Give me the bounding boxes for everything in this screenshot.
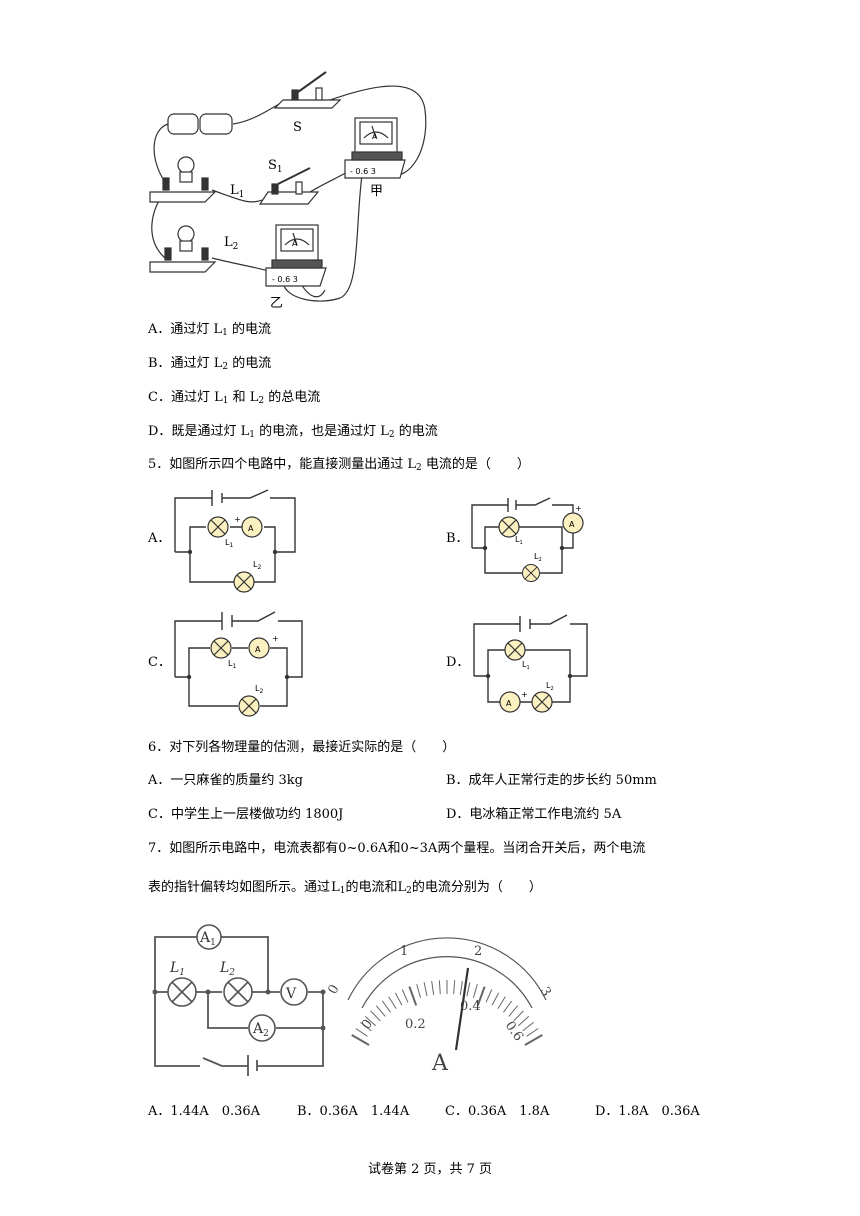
switch-s1-label: S1	[268, 158, 283, 175]
svg-text:A: A	[255, 645, 261, 654]
q6-option-a[interactable]: A．一只麻雀的质量约 3kg	[148, 773, 303, 788]
q5-option-d[interactable]: D．	[446, 655, 470, 670]
q7-option-c[interactable]: C．0.36A 1.8A	[445, 1104, 550, 1119]
dial-big-1: 1	[400, 944, 408, 959]
svg-text:A1: A1	[199, 930, 216, 948]
q5-option-a[interactable]: A．	[148, 531, 171, 546]
lamp-l2-label: L2	[224, 235, 238, 252]
svg-text:+: +	[272, 634, 279, 643]
svg-text:A: A	[248, 524, 254, 533]
q6-option-b[interactable]: B．成年人正常行走的步长约 50mm	[446, 773, 657, 788]
q6-option-d[interactable]: D．电冰箱正常工作电流约 5A	[446, 807, 622, 822]
dial-unit: A	[431, 1051, 449, 1076]
lamp-l1-label: L1	[230, 183, 244, 200]
q4-option-a[interactable]: A．通过灯 L1 的电流	[148, 322, 272, 338]
ammeter-jia-icon	[344, 117, 406, 179]
svg-text:A: A	[506, 699, 512, 708]
svg-text:L2: L2	[255, 684, 263, 695]
svg-text:+: +	[575, 504, 582, 513]
q7-option-a[interactable]: A．1.44A 0.36A	[148, 1104, 261, 1119]
q5-option-b[interactable]: B．	[446, 531, 469, 546]
q4-option-b[interactable]: B．通过灯 L2 的电流	[148, 356, 272, 372]
ammeter-jia-face: A	[372, 132, 378, 141]
svg-text:+: +	[521, 690, 528, 699]
ammeter-jia-scale: - 0.6 3	[350, 167, 376, 176]
svg-text:L2: L2	[253, 560, 261, 571]
dial-small-2: 0.4	[460, 999, 481, 1014]
svg-text:A: A	[569, 520, 575, 529]
svg-text:L2: L2	[219, 960, 235, 978]
dial-big-0: 0	[325, 982, 342, 997]
q7-option-b[interactable]: B．0.36A 1.44A	[297, 1104, 410, 1119]
switch-s-icon	[273, 71, 342, 109]
svg-text:A2: A2	[252, 1021, 269, 1039]
lamp-l2-icon	[149, 225, 217, 273]
lamp-l1-icon	[149, 156, 217, 203]
svg-text:L1: L1	[515, 535, 523, 546]
q4-option-c[interactable]: C．通过灯 L1 和 L2 的总电流	[148, 390, 321, 406]
ammeter-a1-icon	[196, 924, 222, 950]
dial-small-0: 0	[359, 1017, 376, 1032]
svg-text:L2: L2	[546, 681, 554, 692]
ammeter-dial-icon	[347, 937, 547, 1046]
q6-stem: 6．对下列各物理量的估测，最接近实际的是（ ）	[148, 740, 456, 755]
q7-option-d[interactable]: D．1.8A 0.36A	[595, 1104, 700, 1119]
svg-text:L2: L2	[534, 552, 542, 563]
svg-text:L1: L1	[228, 659, 236, 670]
q4-circuit-figure: S L1 S1 A - 0.6 3 甲 L2	[149, 71, 427, 311]
q7-stem-line2: 表的指针偏转均如图所示。通过 L1的电流和L2的电流分别为（ ）	[148, 880, 542, 896]
ammeter-yi-face: A	[292, 239, 298, 248]
dial-needle	[454, 967, 470, 1051]
dial-big-2: 2	[474, 944, 482, 959]
battery-icon	[167, 113, 233, 135]
q5-stem: 5．如图所示四个电路中，能直接测量出通过 L2 电流的是（ ）	[148, 457, 530, 473]
switch-s-label: S	[293, 120, 302, 135]
ammeter-yi-label: 乙	[270, 296, 283, 311]
voltmeter-icon	[280, 978, 308, 1006]
svg-text:L1: L1	[225, 538, 233, 549]
svg-text:+: +	[234, 515, 241, 524]
dial-small-1: 0.2	[405, 1017, 426, 1032]
switch-s1-icon	[258, 167, 320, 205]
ammeter-yi-scale: - 0.6 3	[272, 275, 298, 284]
q6-option-c[interactable]: C．中学生上一层楼做功约 1800J	[148, 807, 344, 822]
ammeter-jia-label: 甲	[370, 184, 383, 199]
svg-text:L1: L1	[169, 960, 185, 978]
svg-text:L1: L1	[522, 660, 530, 671]
q5-option-c[interactable]: C．	[148, 655, 171, 670]
page-footer: 试卷第 2 页，共 7 页	[367, 1162, 493, 1177]
svg-text:V: V	[285, 986, 297, 1002]
ammeter-a2-icon	[248, 1014, 276, 1042]
q7-stem-line1: 7．如图所示电路中，电流表都有0~0.6A和0~3A两个量程。当闭合开关后，两个…	[148, 841, 646, 856]
q4-option-d[interactable]: D．既是通过灯 L1 的电流，也是通过灯 L2 的电流	[148, 424, 438, 440]
ammeter-yi-icon	[265, 224, 327, 287]
